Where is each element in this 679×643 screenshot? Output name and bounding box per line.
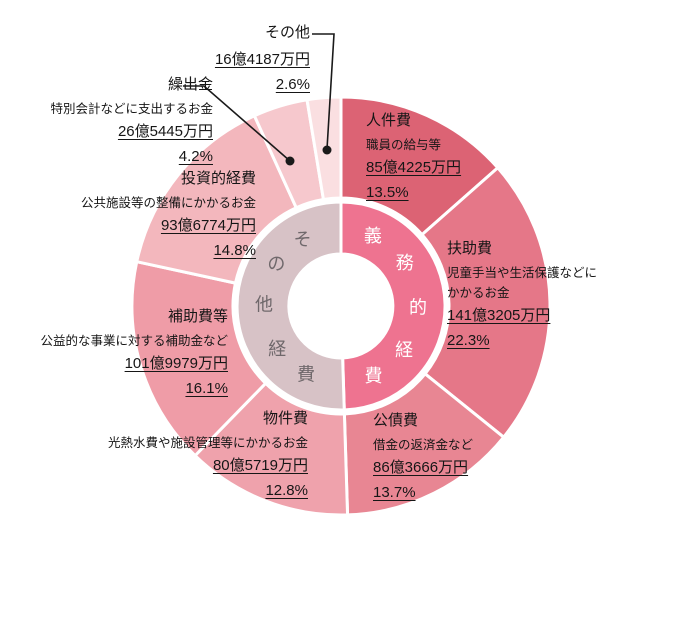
inner-ring-label-char: 経 xyxy=(268,339,286,359)
inner-ring-label-char: 他 xyxy=(255,295,273,315)
inner-ring-slice-0 xyxy=(339,200,447,412)
leader-dot xyxy=(285,156,295,166)
inner-ring-label-char: そ xyxy=(294,229,312,249)
inner-ring-label-char: 費 xyxy=(365,366,383,386)
donut-slice-5 xyxy=(135,114,298,285)
inner-ring-slice-1 xyxy=(235,200,346,412)
leader-line xyxy=(183,85,291,162)
leader-dot xyxy=(322,145,332,155)
inner-ring-label-char: 経 xyxy=(395,340,413,360)
donut-slice-4 xyxy=(130,260,268,458)
inner-ring-label-char: 費 xyxy=(297,365,315,385)
inner-ring-label-char: 務 xyxy=(396,253,414,273)
leader-line xyxy=(312,33,335,150)
donut-slice-1 xyxy=(420,166,552,439)
inner-ring-label-char: 的 xyxy=(409,297,427,317)
inner-ring-label-char: の xyxy=(267,254,285,274)
inner-ring-label-char: 義 xyxy=(364,226,382,246)
